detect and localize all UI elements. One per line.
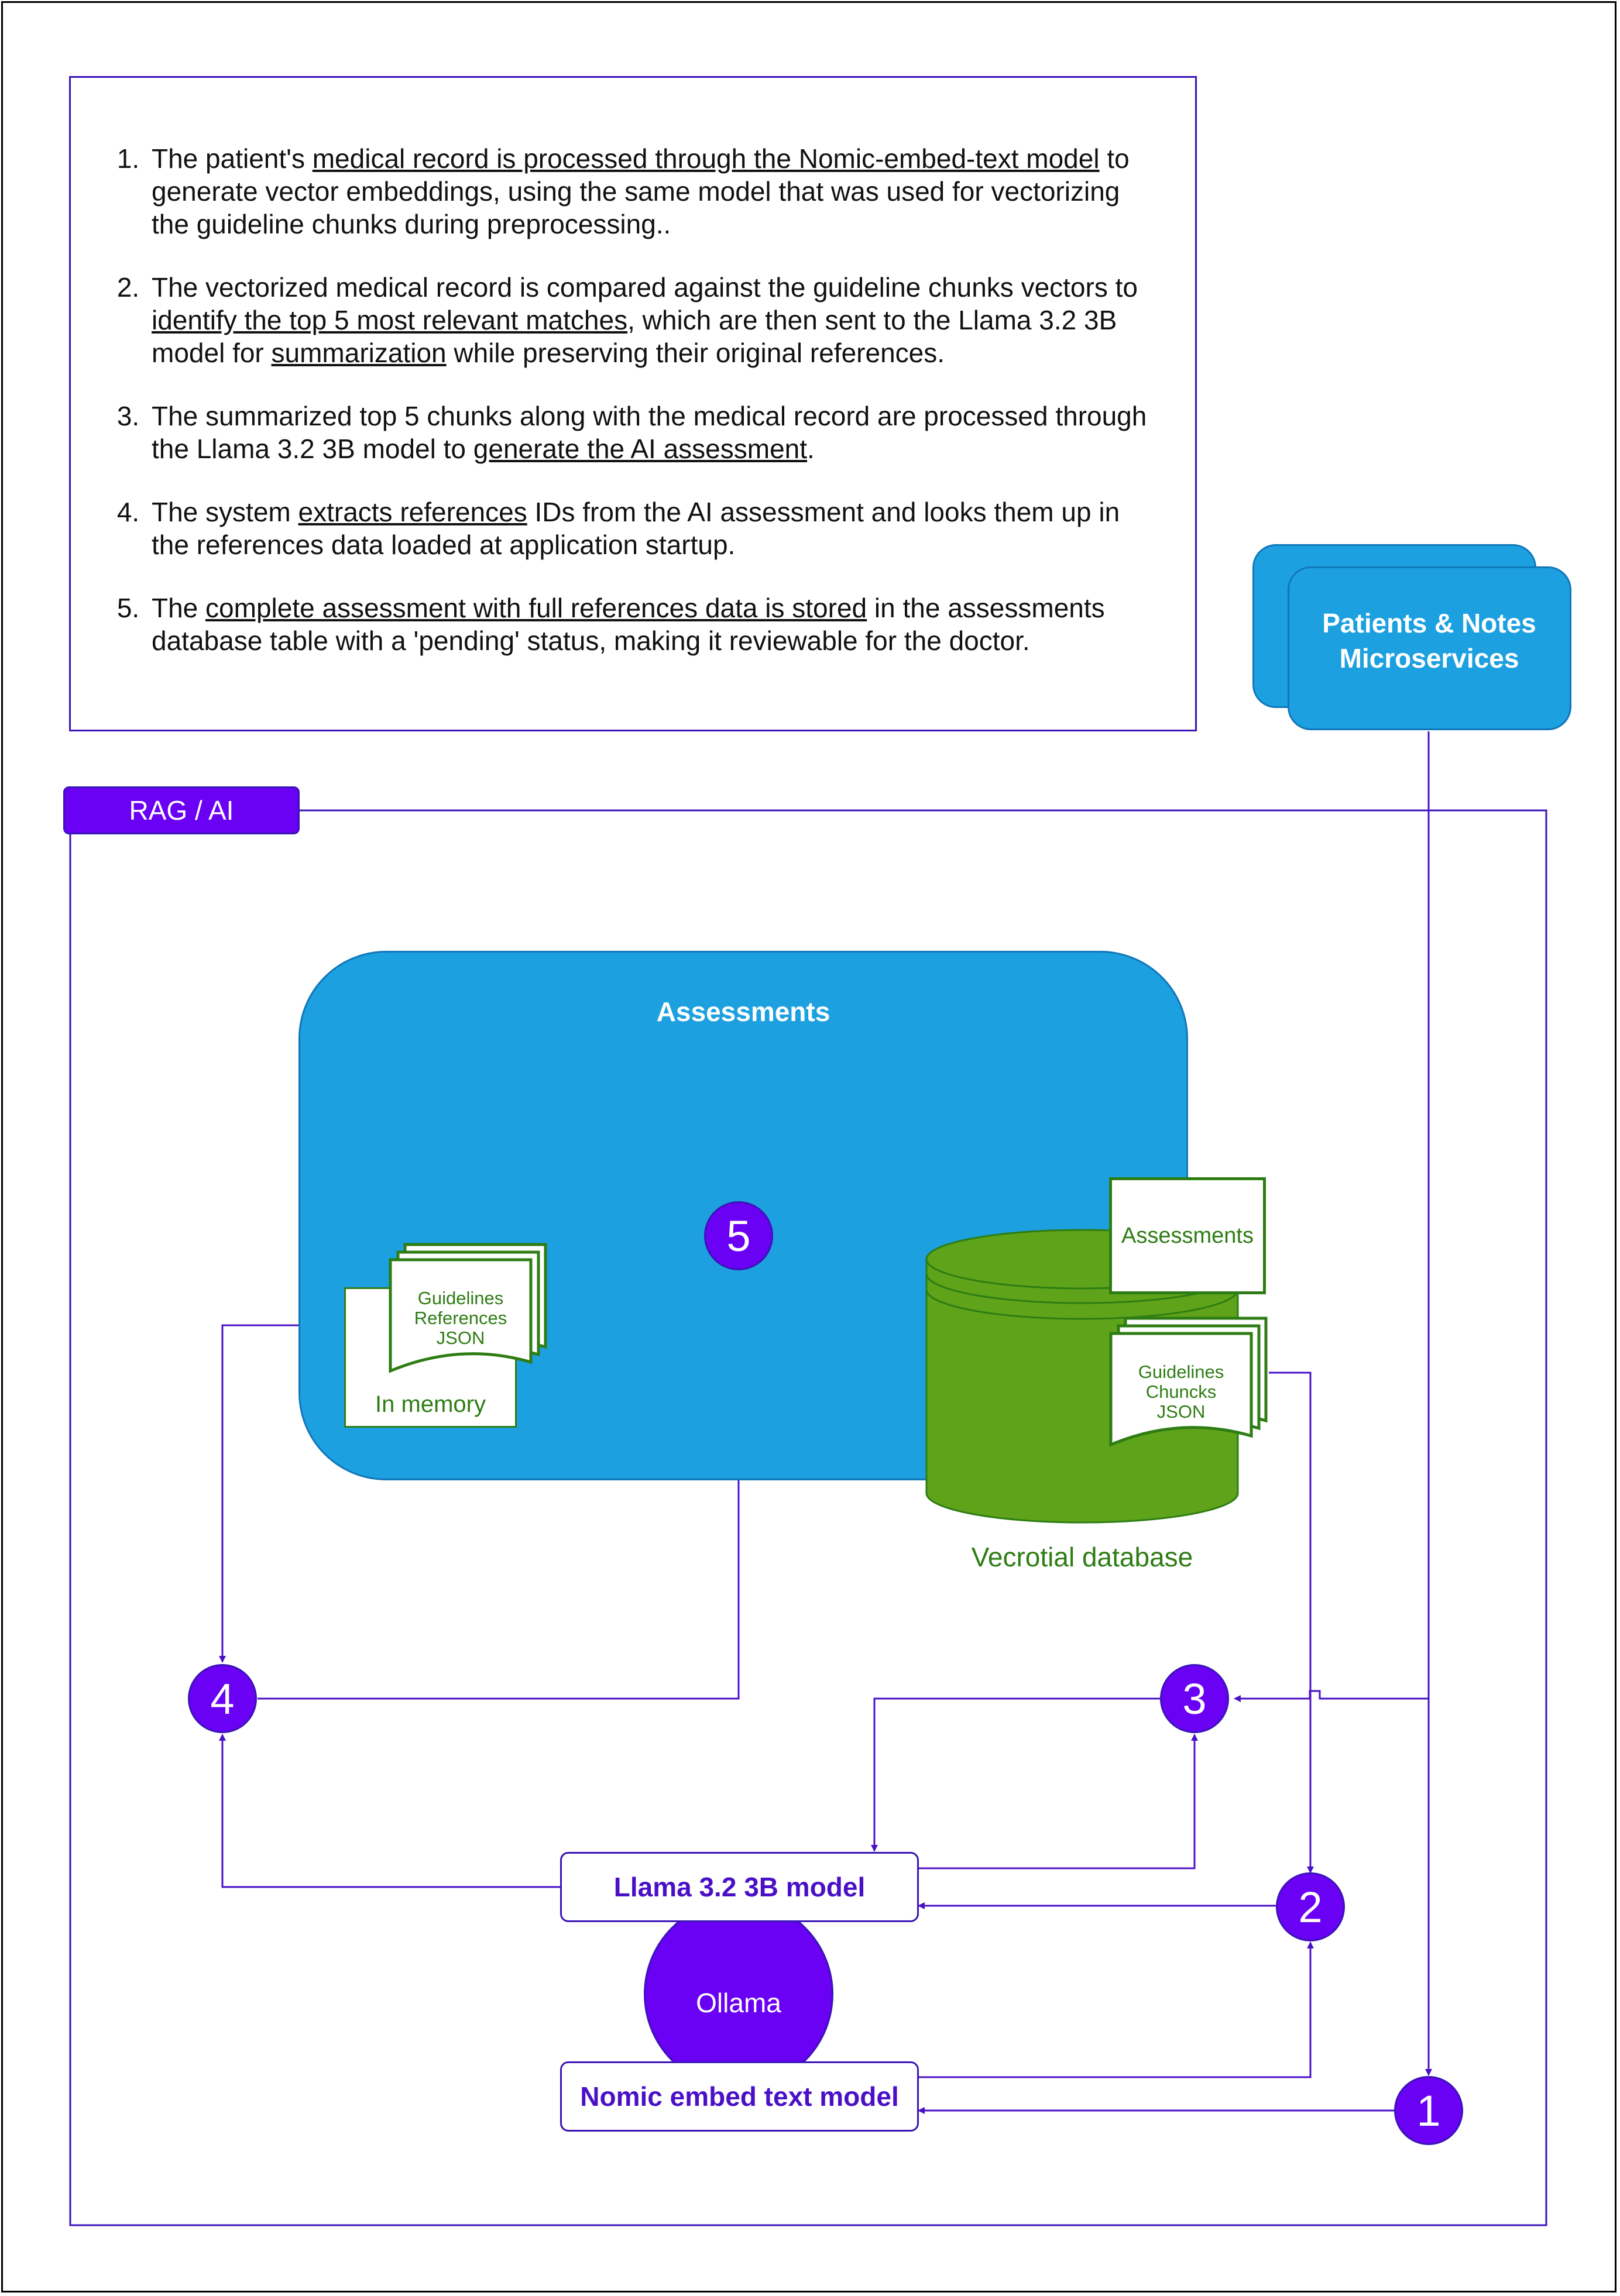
steps-list: The patient's medical record is processe… xyxy=(71,78,1195,657)
microservices-card[interactable] xyxy=(1288,566,1571,730)
in-memory-label: In memory xyxy=(375,1391,486,1417)
nomic-model-box[interactable]: Nomic embed text model xyxy=(560,2061,919,2132)
step-text: The vectorized medical record is compare… xyxy=(152,272,1138,303)
step-item: The summarized top 5 chunks along with t… xyxy=(147,400,1160,465)
step-circle-5: 5 xyxy=(704,1201,773,1270)
step-circle-2: 2 xyxy=(1276,1872,1345,1941)
step-item: The patient's medical record is processe… xyxy=(147,142,1160,240)
step-circle-4: 4 xyxy=(188,1664,257,1733)
connector-chunks-to-2 xyxy=(1269,1372,1314,1874)
step-item: The complete assessment with full refere… xyxy=(147,592,1160,657)
guidelines-references-doc-text: Guidelines References JSON xyxy=(390,1288,531,1348)
guidelines-chunks-line: JSON xyxy=(1156,1401,1206,1422)
guidelines-chunks-doc-text: Guidelines Chuncks JSON xyxy=(1111,1362,1251,1422)
step-text: The summarized top 5 chunks along with t… xyxy=(152,401,1147,464)
guidelines-references-doc-stack xyxy=(389,1243,547,1373)
step-highlight-text: summarization xyxy=(271,338,447,368)
step-text: . xyxy=(807,434,815,464)
connector-microservices-to-3 xyxy=(1234,1690,1429,1702)
step-text: while preserving their original referenc… xyxy=(446,338,945,368)
step-highlight-text: extracts references xyxy=(298,497,527,527)
step-text: The patient's xyxy=(152,143,313,174)
assessments-title: Assessments xyxy=(656,996,830,1027)
guidelines-references-line: Guidelines xyxy=(417,1288,504,1308)
connector-llama-to-3 xyxy=(919,1734,1198,1869)
step-text: , which are then sent to the Llama 3.2 3… xyxy=(152,305,1117,368)
ollama-node: Ollama xyxy=(644,1899,833,2089)
llama-model-box[interactable]: Llama 3.2 3B model xyxy=(560,1852,919,1922)
step-text: IDs from the AI assessment and looks the… xyxy=(152,497,1120,560)
connector-3-to-llama xyxy=(871,1697,1160,1852)
guidelines-references-line: JSON xyxy=(436,1328,485,1348)
step-item: The system extracts references IDs from … xyxy=(147,496,1160,561)
assessments-table-doc: Assessments xyxy=(1109,1177,1266,1294)
rag-ai-tab: RAG / AI xyxy=(63,786,300,834)
step-highlight-text: medical record is processed through the … xyxy=(312,143,1100,174)
guidelines-chunks-line: Guidelines xyxy=(1138,1362,1224,1382)
guidelines-references-line: References xyxy=(414,1308,507,1328)
step-text: The xyxy=(152,593,206,623)
vector-database-label: Vecrotial database xyxy=(971,1542,1193,1572)
ollama-label: Ollama xyxy=(696,1988,781,2018)
rag-group-outline xyxy=(69,809,1547,2226)
guidelines-chunks-doc-stack xyxy=(1109,1317,1268,1447)
step-text: in the assessments database table with a… xyxy=(152,593,1105,656)
step-text: to generate vector embeddings, using the… xyxy=(152,143,1130,239)
guidelines-chunks-line: Chuncks xyxy=(1145,1381,1217,1402)
connector-nomic-to-2 xyxy=(919,1941,1314,2078)
microservices-label: Patients & Notes Microservices xyxy=(1289,606,1570,676)
steps-description-box: The patient's medical record is processe… xyxy=(69,76,1197,731)
step-highlight-text: identify the top 5 most relevant matches xyxy=(152,305,628,335)
step-highlight-text: generate the AI assessment xyxy=(473,434,808,464)
step-item: The vectorized medical record is compare… xyxy=(147,271,1160,369)
step-text: The system xyxy=(152,497,298,527)
step-highlight-text: complete assessment with full references… xyxy=(205,593,867,623)
step-circle-1: 1 xyxy=(1394,2076,1463,2145)
step-circle-3: 3 xyxy=(1160,1664,1229,1733)
microservices-label-line1: Patients & Notes xyxy=(1322,608,1536,638)
microservices-label-line2: Microservices xyxy=(1339,643,1519,673)
connector-llama-to-4 xyxy=(219,1734,560,1888)
